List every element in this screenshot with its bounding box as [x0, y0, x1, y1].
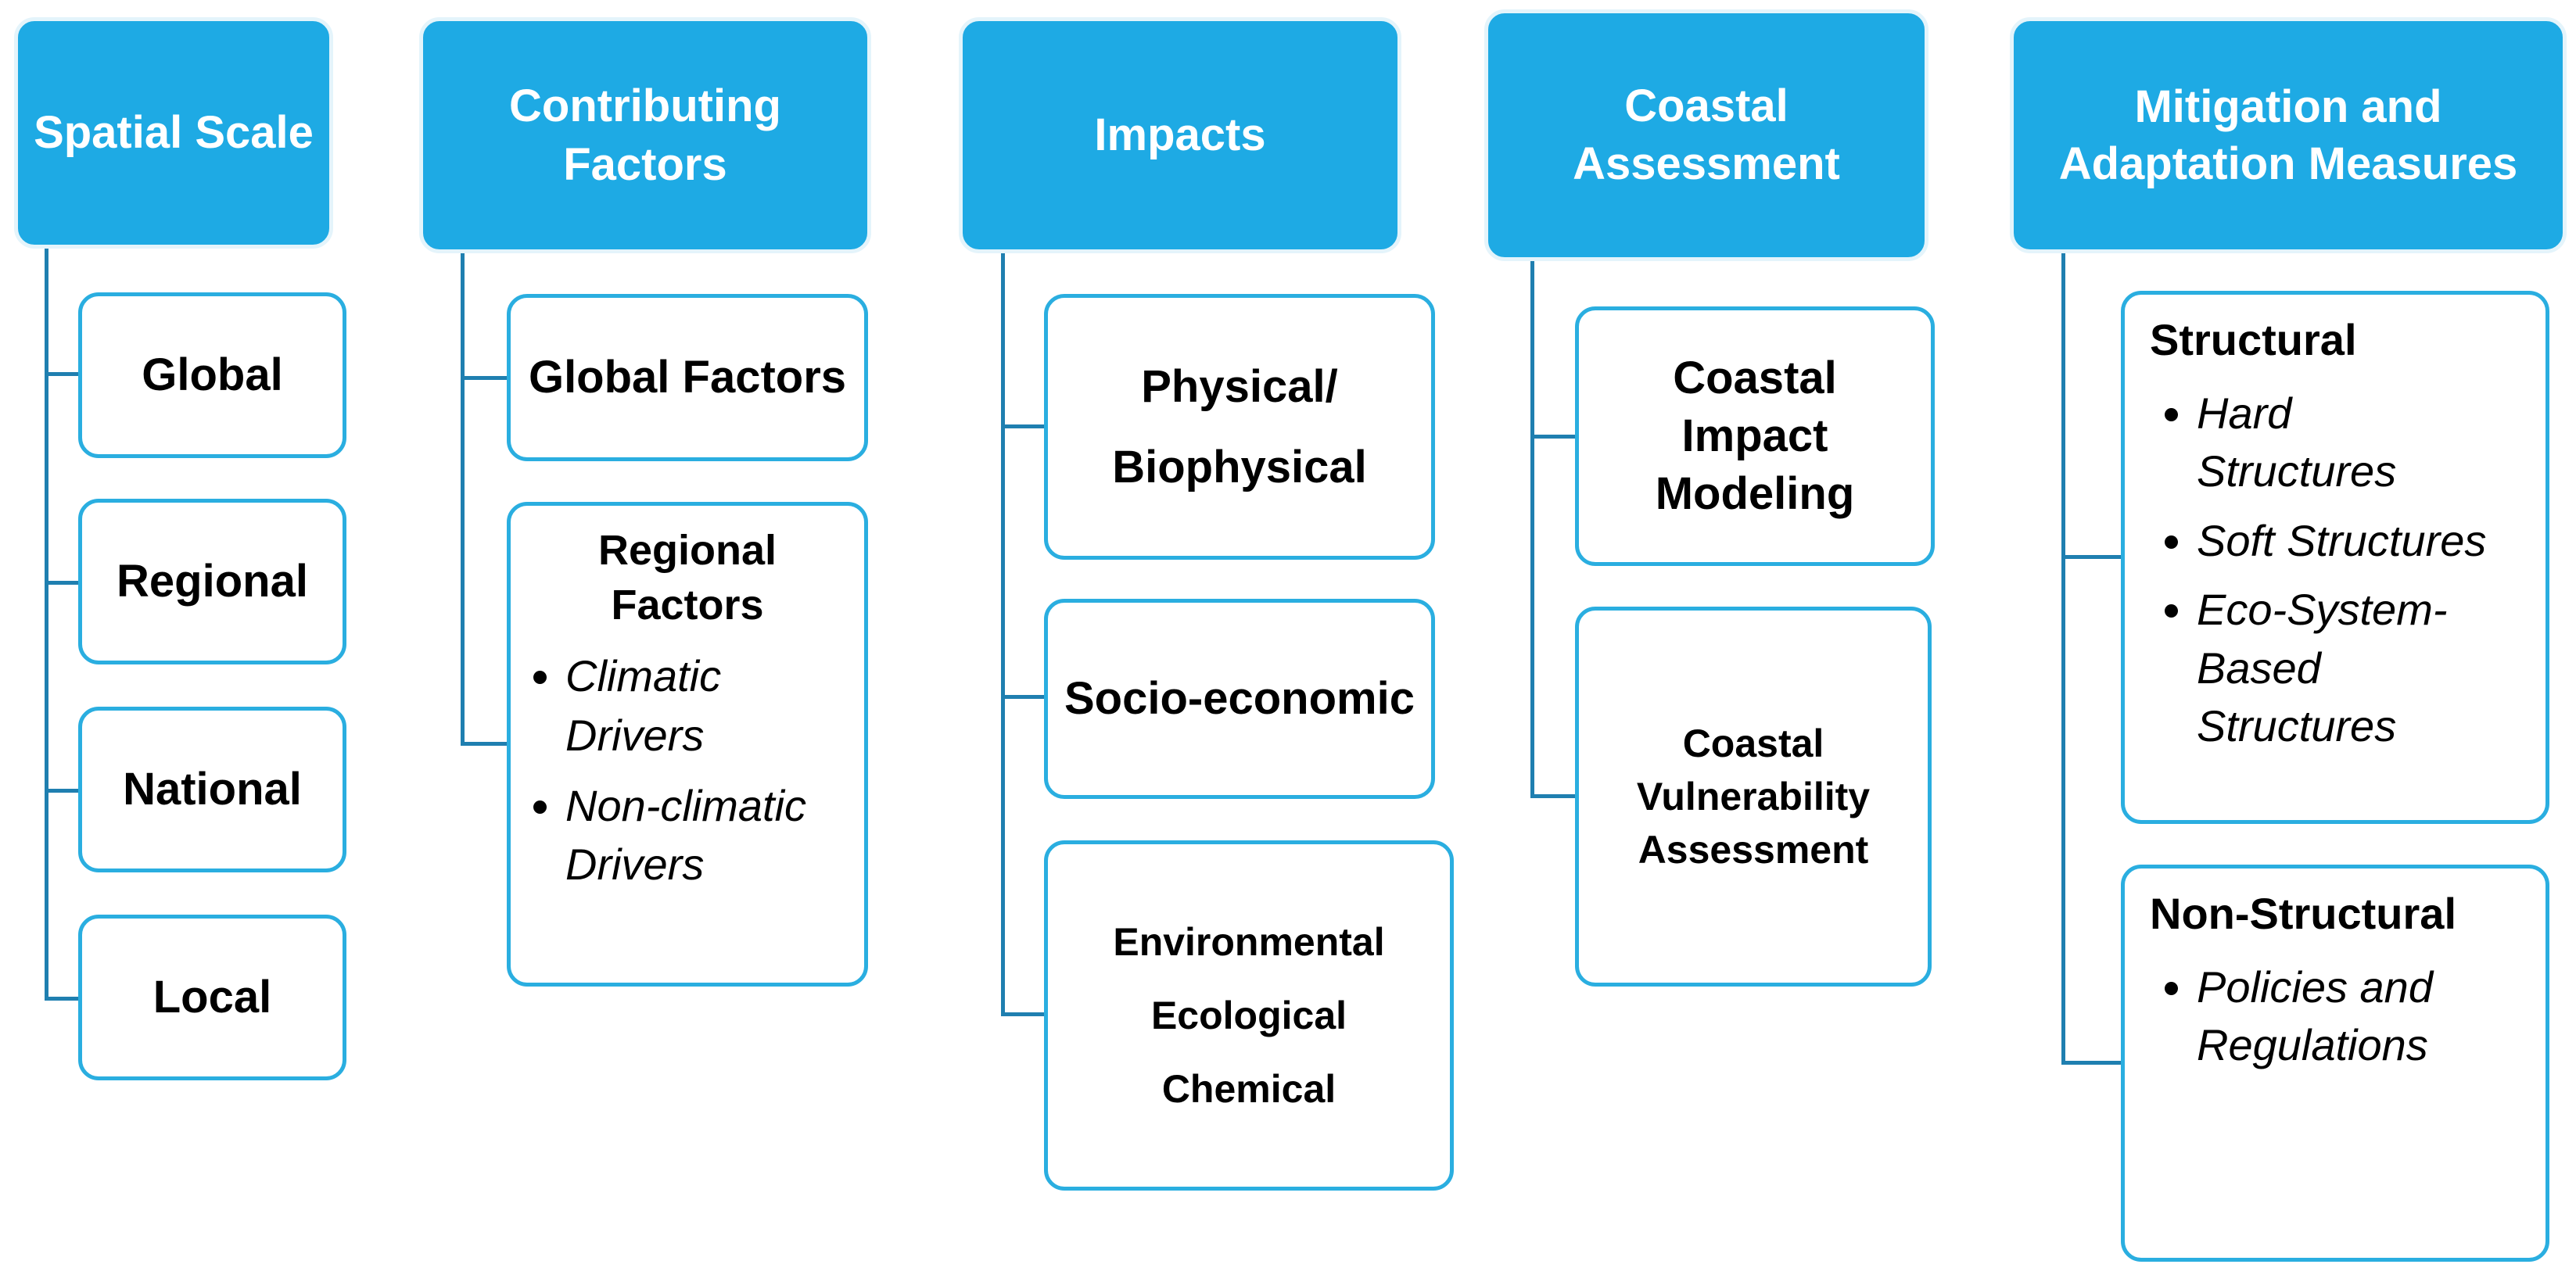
box-coastal-impact-modeling-text: Coastal Impact Modeling: [1655, 352, 1855, 520]
bullet-policies-and-regulations: Policies and Regulations: [2197, 958, 2433, 1075]
box-physical-biophysical: Physical/ Biophysical: [1044, 294, 1435, 560]
connector-global-factors: [461, 376, 509, 380]
box-global-text: Global: [142, 349, 283, 400]
header-spatial-scale: Spatial Scale: [14, 17, 333, 249]
box-non-structural: Non-Structural Policies and Regulations: [2121, 865, 2549, 1262]
non-structural-list: Policies and Regulations: [2150, 958, 2433, 1086]
header-contributing-factors-text: Contributing Factors: [509, 80, 781, 190]
header-mitigation-adaptation: Mitigation and Adaptation Measures: [2010, 17, 2567, 253]
header-spatial-scale-text: Spatial Scale: [34, 107, 314, 159]
box-global: Global: [78, 292, 346, 458]
bullet-non-climatic-drivers: Non-climatic Drivers: [565, 776, 806, 894]
connector-impacts-trunk: [1001, 253, 1005, 1016]
connector-contributing-trunk: [461, 253, 465, 746]
box-physical-biophysical-text: Physical/ Biophysical: [1112, 360, 1367, 492]
header-coastal-assessment-text: Coastal Assessment: [1573, 80, 1840, 189]
structural-list: Hard Structures Soft Structures Eco-Syst…: [2150, 385, 2486, 767]
box-coastal-vulnerability-text: Coastal Vulnerability Assessment: [1636, 722, 1871, 872]
connector-environmental: [1001, 1012, 1046, 1016]
structural-title: Structural: [2150, 315, 2357, 364]
box-national-text: National: [123, 763, 302, 815]
connector-mitigation-trunk: [2061, 253, 2065, 1065]
connector-socio-economic: [1001, 695, 1046, 699]
connector-regional-factors: [461, 742, 509, 746]
box-socio-economic: Socio-economic: [1044, 599, 1435, 799]
box-regional: Regional: [78, 499, 346, 664]
connector-coastal-impact: [1530, 435, 1577, 439]
connector-regional: [45, 581, 80, 585]
box-global-factors: Global Factors: [507, 294, 868, 461]
connector-national: [45, 789, 80, 793]
bullet-soft-structures: Soft Structures: [2197, 512, 2486, 570]
box-global-factors-text: Global Factors: [528, 351, 847, 403]
box-coastal-vulnerability-assessment: Coastal Vulnerability Assessment: [1575, 607, 1932, 987]
box-socio-economic-text: Socio-economic: [1064, 672, 1415, 724]
connector-coastal-trunk: [1530, 261, 1534, 798]
header-mitigation-adaptation-text: Mitigation and Adaptation Measures: [2058, 81, 2518, 189]
bullet-eco-system-based-structures: Eco-System- Based Structures: [2197, 581, 2486, 755]
box-local-text: Local: [152, 971, 272, 1023]
box-coastal-impact-modeling: Coastal Impact Modeling: [1575, 306, 1935, 566]
box-environmental-text: Environmental Ecological Chemical: [1113, 920, 1385, 1111]
header-impacts-text: Impacts: [1094, 109, 1266, 161]
box-national: National: [78, 707, 346, 872]
connector-global: [45, 372, 80, 376]
header-impacts: Impacts: [959, 17, 1401, 253]
regional-factors-title: Regional Factors: [597, 527, 777, 629]
header-contributing-factors: Contributing Factors: [419, 17, 871, 253]
box-structural: Structural Hard Structures Soft Structur…: [2121, 291, 2549, 824]
box-local: Local: [78, 915, 346, 1080]
box-regional-factors: Regional Factors Climatic Drivers Non-cl…: [507, 502, 868, 987]
connector-spatial-scale-trunk: [45, 249, 48, 1001]
header-coastal-assessment: Coastal Assessment: [1484, 9, 1928, 261]
connector-physical: [1001, 424, 1046, 428]
connector-structural: [2061, 555, 2122, 559]
box-environmental-ecological-chemical: Environmental Ecological Chemical: [1044, 840, 1454, 1191]
box-regional-text: Regional: [117, 555, 308, 607]
regional-factors-list: Climatic Drivers Non-climatic Drivers: [511, 646, 806, 904]
bullet-hard-structures: Hard Structures: [2197, 385, 2486, 501]
bullet-climatic-drivers: Climatic Drivers: [565, 646, 806, 765]
non-structural-title: Non-Structural: [2150, 889, 2456, 938]
connector-coastal-vulnerability: [1530, 794, 1577, 798]
connector-local: [45, 997, 80, 1001]
connector-non-structural: [2061, 1061, 2122, 1065]
